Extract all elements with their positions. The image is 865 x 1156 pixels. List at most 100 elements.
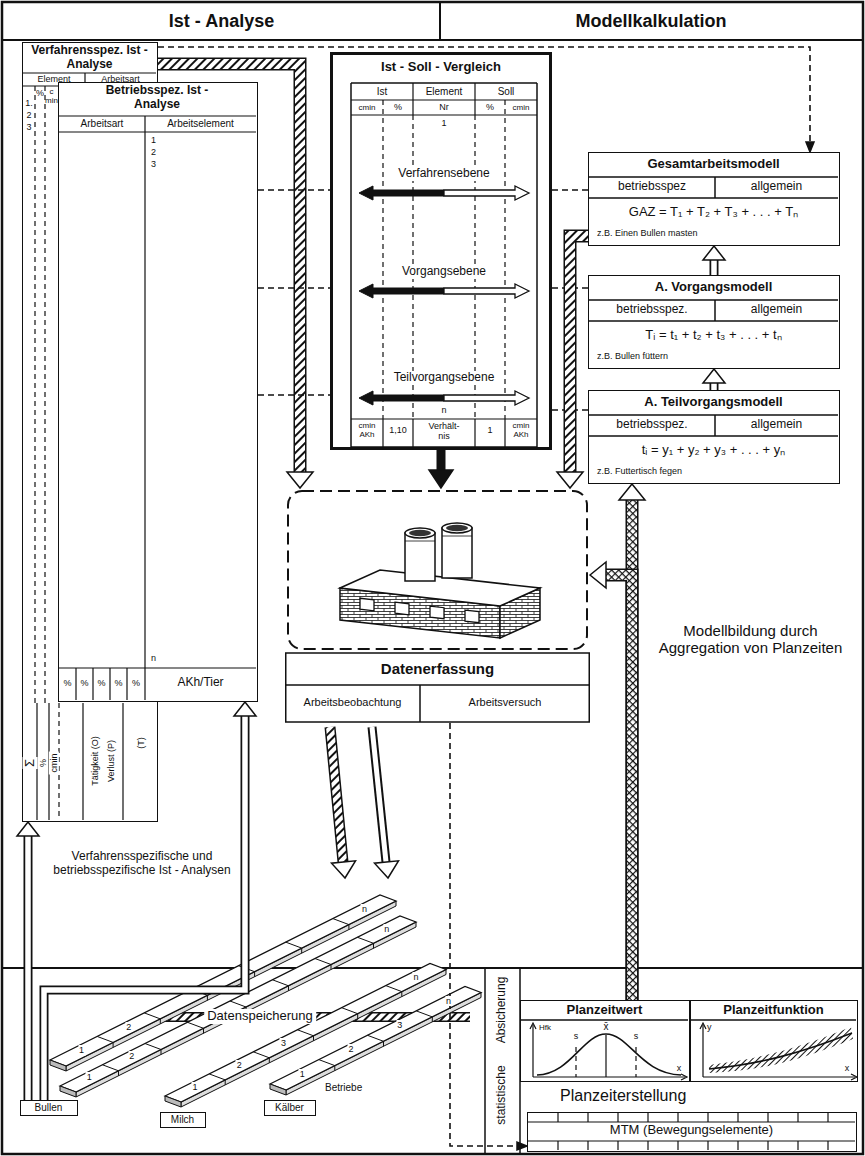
box-text: Betriebsspez. Ist - Analyse xyxy=(97,84,217,112)
box-text: 3 xyxy=(151,159,171,169)
box-text: 3 xyxy=(23,122,35,132)
connector xyxy=(703,246,725,275)
box-text: cmin xyxy=(49,751,59,774)
connector xyxy=(557,236,588,488)
diagram-box: Modellkalkulation xyxy=(440,3,862,40)
box-text: Tᵢ = t₁ + t₂ + t₃ + . . . + tₙ xyxy=(589,328,838,343)
box-text: n xyxy=(413,405,475,415)
box-text: x̄ xyxy=(599,1021,613,1033)
box-text: Planzeitwert xyxy=(521,1003,688,1018)
box-text: Soll xyxy=(475,86,537,98)
diagram-box: DatenerfassungArbeitsbeobachtungArbeitsv… xyxy=(285,488,590,723)
box-text: 1 xyxy=(413,118,475,128)
box-text: cmin AKh xyxy=(351,421,383,439)
diagram-box: Planzeitfunktion y x xyxy=(690,1000,858,1082)
label-text: Verfahrensspezifische und betriebsspezif… xyxy=(52,850,232,878)
connector xyxy=(429,450,453,488)
connector xyxy=(703,369,725,390)
box-text: Planzeitfunktion xyxy=(691,1003,856,1018)
box-text: n xyxy=(151,653,171,663)
box-text: 2 xyxy=(23,110,35,120)
box-drawing xyxy=(333,55,555,453)
callout-number: 2 xyxy=(236,1060,243,1070)
diagram-box: Gesamtarbeitsmodellbetriebsspezallgemein… xyxy=(588,152,840,246)
diagram-box: PlanzeitwertHfksx̄sx xyxy=(520,1000,690,1082)
box-drawing xyxy=(285,488,590,723)
box-text: c min xyxy=(44,87,59,105)
connector xyxy=(17,822,39,1100)
storage-strips xyxy=(50,895,481,1107)
callout-number: 2 xyxy=(125,1022,132,1032)
diagram-box: Bullen xyxy=(20,1100,78,1116)
box-text: Teilvorgangsebene xyxy=(391,371,498,385)
diagram-box: A. Vorgangsmodellbetriebsspez.allgemeinT… xyxy=(588,275,840,369)
box-text: % xyxy=(93,678,110,688)
label-text: Datenspeicherung xyxy=(204,1009,316,1024)
box-text: % xyxy=(76,678,93,688)
box-text: cmin xyxy=(505,103,537,112)
connector xyxy=(258,395,330,396)
box-text: % xyxy=(475,102,505,112)
diagram-box: Kälber xyxy=(264,1100,316,1116)
label-text: Betriebe xyxy=(325,1082,385,1094)
callout-number: 3 xyxy=(280,1038,287,1048)
box-text: A. Vorgangsmodell xyxy=(589,280,838,295)
diagram-box: MTM (Bewegungselemente) xyxy=(527,1112,857,1152)
callout-number: n xyxy=(383,924,390,934)
box-text: cmin xyxy=(351,103,383,112)
diagram-box: Ist - Analyse xyxy=(3,3,440,40)
box-text: Nr xyxy=(413,102,475,112)
box-text: Element xyxy=(413,86,475,98)
box-text: Verfahrensspez. Ist - Analyse xyxy=(23,44,156,72)
connector xyxy=(450,723,527,1150)
connector xyxy=(590,562,632,1000)
box-text: y xyxy=(707,1022,719,1032)
box-text: Ist - Analyse xyxy=(3,11,440,32)
box-text: x xyxy=(841,1063,853,1073)
label-text: Absicherung xyxy=(495,975,509,1046)
connector xyxy=(258,288,330,289)
box-text: allgemein xyxy=(715,418,838,432)
box-text: z.B. Bullen füttern xyxy=(597,351,833,361)
box-text: Tätigkeit (O) xyxy=(90,734,100,788)
diagram-box: Betriebsspez. Ist - AnalyseArbeitsartArb… xyxy=(58,82,258,702)
box-text: betriebsspez xyxy=(589,180,715,194)
box-drawing xyxy=(59,83,259,703)
box-text: 1,10 xyxy=(383,425,413,435)
box-text: A. Teilvorgangsmodell xyxy=(589,395,838,410)
box-text: Bullen xyxy=(21,1102,76,1114)
box-text: 2 xyxy=(151,147,171,157)
box-text: Milch xyxy=(161,1114,204,1126)
diagram-box: Arbeitsversuch xyxy=(420,685,590,723)
box-text: tᵢ = y₁ + y₂ + y₃ + . . . + yₙ xyxy=(589,443,838,458)
callout-number: 1 xyxy=(192,1082,199,1092)
box-text: Ist xyxy=(351,86,413,98)
label-text: statistische xyxy=(495,1063,509,1126)
diagram-box: Ist - Soll - VergleichIstElementSoll cmin… xyxy=(330,52,552,450)
box-text: z.B. Futtertisch fegen xyxy=(597,466,833,476)
box-text: % xyxy=(110,678,127,688)
box-text: % xyxy=(383,102,413,112)
box-text: Verfahrensebene xyxy=(395,167,492,181)
box-text: (T) xyxy=(136,735,146,751)
box-text: Ist - Soll - Vergleich xyxy=(333,60,549,75)
diagram-box: A. Teilvorgangsmodellbetriebsspez.allgem… xyxy=(588,390,840,484)
box-text: Kälber xyxy=(265,1102,314,1114)
box-text: 1. xyxy=(23,98,35,108)
box-text: % xyxy=(127,678,145,688)
callout-number: 2 xyxy=(128,1051,135,1061)
box-text: Verlust (P) xyxy=(106,738,116,784)
box-text: Arbeitsbeobachtung xyxy=(285,696,420,709)
callout-number: 2 xyxy=(348,1044,355,1054)
box-text: betriebsspez. xyxy=(589,303,715,317)
box-text: GAZ = T₁ + T₂ + T₃ + . . . + Tₙ xyxy=(589,205,838,220)
callout-number: 1 xyxy=(299,1069,306,1079)
label-text: Modellbildung durch Aggregation von Plan… xyxy=(648,622,853,657)
box-text: x xyxy=(673,1063,685,1073)
box-text: Datenerfassung xyxy=(285,660,590,677)
box-text: s xyxy=(569,1031,583,1041)
box-text: MTM (Bewegungselemente) xyxy=(607,1123,776,1138)
box-text: Arbeitsversuch xyxy=(420,696,590,709)
box-text: 1 xyxy=(475,425,505,435)
